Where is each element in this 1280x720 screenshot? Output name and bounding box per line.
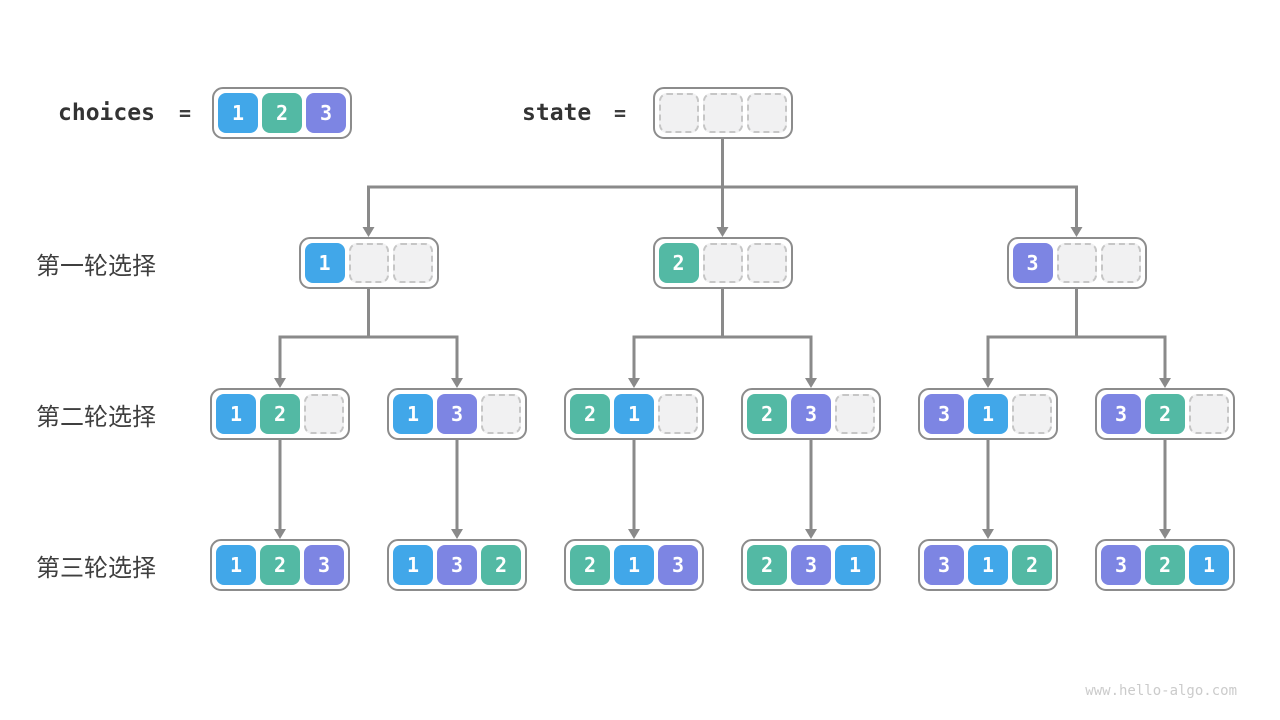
array-cell-empty — [1056, 243, 1097, 283]
watermark-url: www.hello-algo.com — [1085, 683, 1237, 699]
array-cell: 3 — [1101, 545, 1141, 585]
row-label-third-round: 第三轮选择 — [36, 554, 156, 582]
state-equals-sign: = — [614, 101, 627, 125]
array-cell: 3 — [658, 545, 698, 585]
arrowhead — [274, 378, 286, 388]
arrowhead — [362, 227, 375, 237]
state-label: state — [522, 100, 592, 126]
array-cell: 1 — [393, 545, 433, 585]
array-cell: 3 — [924, 394, 964, 434]
array-cell: 1 — [218, 93, 258, 133]
array-cell: 1 — [216, 545, 256, 585]
arrowhead — [451, 529, 463, 539]
array-cell-empty — [658, 394, 698, 434]
array-cell: 1 — [968, 394, 1008, 434]
arrowhead — [274, 529, 286, 539]
array-cell: 1 — [968, 545, 1008, 585]
array-cell-empty — [746, 93, 787, 133]
array-cell-empty — [658, 93, 699, 133]
array-cell: 3 — [437, 545, 477, 585]
array-cell-empty — [392, 243, 433, 283]
array-cell: 2 — [260, 394, 300, 434]
arrowhead — [716, 227, 729, 237]
array-cell: 3 — [791, 545, 831, 585]
array-cell-empty — [702, 243, 743, 283]
array-cell: 2 — [570, 545, 610, 585]
array-node-state — [652, 87, 793, 139]
array-cell-empty — [304, 394, 344, 434]
arrowhead — [805, 378, 817, 388]
choices-equals-sign: = — [179, 101, 192, 125]
array-cell: 2 — [747, 545, 787, 585]
array-cell-empty — [1189, 394, 1229, 434]
arrowhead — [982, 378, 994, 388]
arrowhead — [1159, 378, 1171, 388]
arrowhead — [805, 529, 817, 539]
array-cell: 3 — [1101, 394, 1141, 434]
array-cell: 3 — [1012, 243, 1053, 283]
row-label-second-round: 第二轮选择 — [36, 403, 156, 431]
array-cell-empty — [702, 93, 743, 133]
array-cell: 1 — [835, 545, 875, 585]
array-cell: 2 — [747, 394, 787, 434]
array-cell: 2 — [262, 93, 302, 133]
array-node: 3 — [1006, 237, 1147, 289]
array-cell: 2 — [1145, 545, 1185, 585]
array-cell-empty — [481, 394, 521, 434]
array-cell: 3 — [304, 545, 344, 585]
arrowhead — [1159, 529, 1171, 539]
array-cell-empty — [835, 394, 875, 434]
array-cell: 1 — [614, 545, 654, 585]
array-cell-empty — [348, 243, 389, 283]
array-cell: 1 — [1189, 545, 1229, 585]
choices-label: choices — [58, 100, 155, 126]
array-cell: 3 — [924, 545, 964, 585]
array-cell: 3 — [791, 394, 831, 434]
array-cell: 2 — [570, 394, 610, 434]
array-cell: 3 — [306, 93, 346, 133]
array-cell: 2 — [481, 545, 521, 585]
array-cell-empty — [1100, 243, 1141, 283]
array-node: 1 — [298, 237, 439, 289]
row-label-first-round: 第一轮选择 — [36, 252, 156, 280]
arrowhead — [451, 378, 463, 388]
arrowhead — [628, 378, 640, 388]
array-node: 2 — [652, 237, 793, 289]
array-cell: 2 — [658, 243, 699, 283]
array-cell: 1 — [216, 394, 256, 434]
array-cell: 1 — [614, 394, 654, 434]
arrowhead — [1070, 227, 1083, 237]
arrowhead — [628, 529, 640, 539]
array-cell: 1 — [393, 394, 433, 434]
array-cell-empty — [1012, 394, 1052, 434]
array-cell: 2 — [260, 545, 300, 585]
array-cell: 1 — [304, 243, 345, 283]
array-cell: 2 — [1012, 545, 1052, 585]
array-cell: 3 — [437, 394, 477, 434]
arrowhead — [982, 529, 994, 539]
array-cell: 2 — [1145, 394, 1185, 434]
array-cell-empty — [746, 243, 787, 283]
